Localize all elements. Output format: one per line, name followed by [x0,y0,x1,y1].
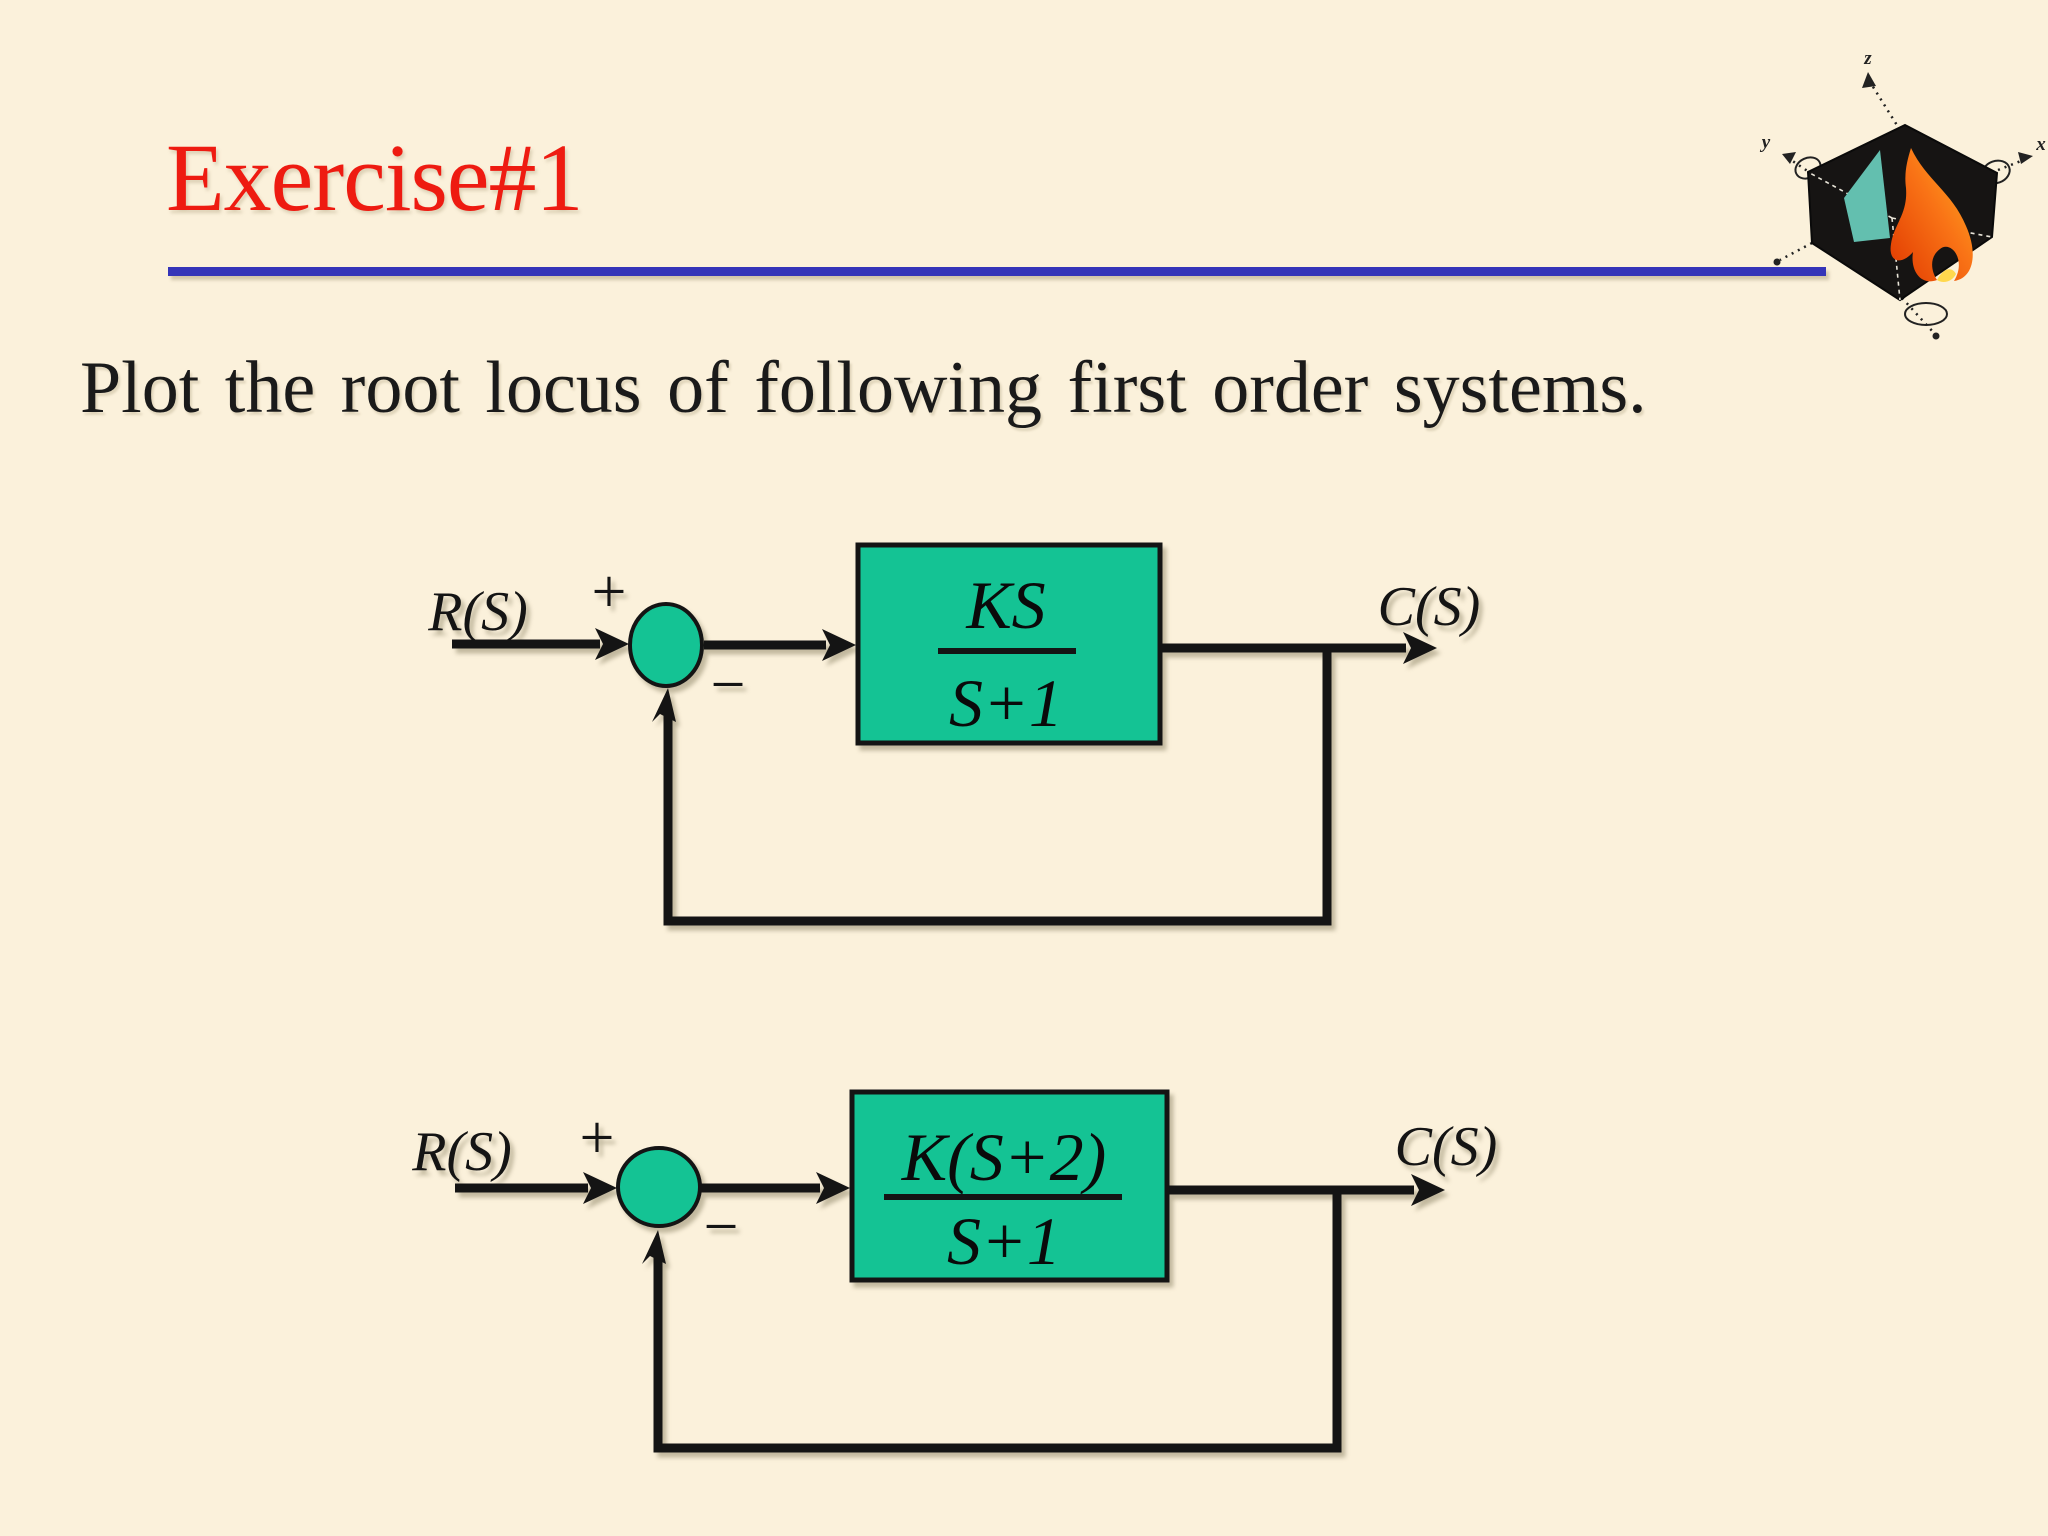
z-axis [1868,81,1902,131]
y-arrowhead [1782,152,1796,164]
z-arrowhead [1862,72,1876,88]
feedback-path [653,1190,1342,1453]
z-axis-label: z [1863,48,1872,69]
transfer-function-block [849,1089,1170,1283]
input-arrowhead [583,1172,617,1204]
output-arrowhead [1411,1174,1445,1206]
membrane-flame [1890,148,1973,282]
plus-sign: + [592,558,627,626]
x-axis [1997,157,2027,172]
feedback-path [663,648,1332,926]
x-arrowhead [2018,152,2033,164]
membrane-teal-sail [1844,150,1890,242]
y-axis-label: y [1760,132,1771,153]
minus-sign: − [704,1193,739,1261]
slide-subtitle: Plot the root locus of following first o… [80,347,1647,429]
minus-sign: − [711,651,746,719]
bottom-axis [1901,297,1935,334]
x-axis-label: x [2035,134,2046,155]
output-signal-label: C(S) [1378,576,1481,638]
junction-to-block-arrowhead [816,1172,850,1204]
logo-cube [1806,123,1999,302]
logo-axis-arrows [1773,72,2033,340]
matlab-logo: z y x [1760,48,2046,340]
block-numerator: K(S+2) [901,1119,1107,1195]
plus-sign: + [580,1104,615,1172]
input-signal-label: R(S) [411,1121,512,1183]
block-numerator: KS [965,567,1045,643]
bottom-rotation-arc [1904,302,1948,326]
junction-to-block-arrowhead [822,629,856,661]
axis-dot-left [1773,258,1781,266]
feedback-arrowhead [642,1230,666,1264]
membrane-flame-tip [1937,269,1956,282]
page-title: Exercise#1 [166,124,583,231]
input-signal-label: R(S) [427,581,528,643]
block-denominator: S+1 [947,1203,1061,1279]
block-diagram-2: R(S) + − K(S+2) S+1 C(S) [411,1089,1498,1453]
title-divider-line [168,267,1826,276]
transfer-function-block [855,542,1163,746]
block-diagram-1: R(S) + − KS S+1 C(S) [427,542,1481,926]
output-arrowhead [1403,632,1437,664]
summing-junction [616,1146,702,1228]
output-signal-label: C(S) [1395,1116,1498,1178]
aux-axis [1779,241,1813,262]
block-denominator: S+1 [949,665,1063,741]
axis-dot-bottom [1932,332,1940,340]
feedback-arrowhead [652,688,676,722]
input-arrowhead [595,628,629,660]
summing-junction [628,602,704,688]
